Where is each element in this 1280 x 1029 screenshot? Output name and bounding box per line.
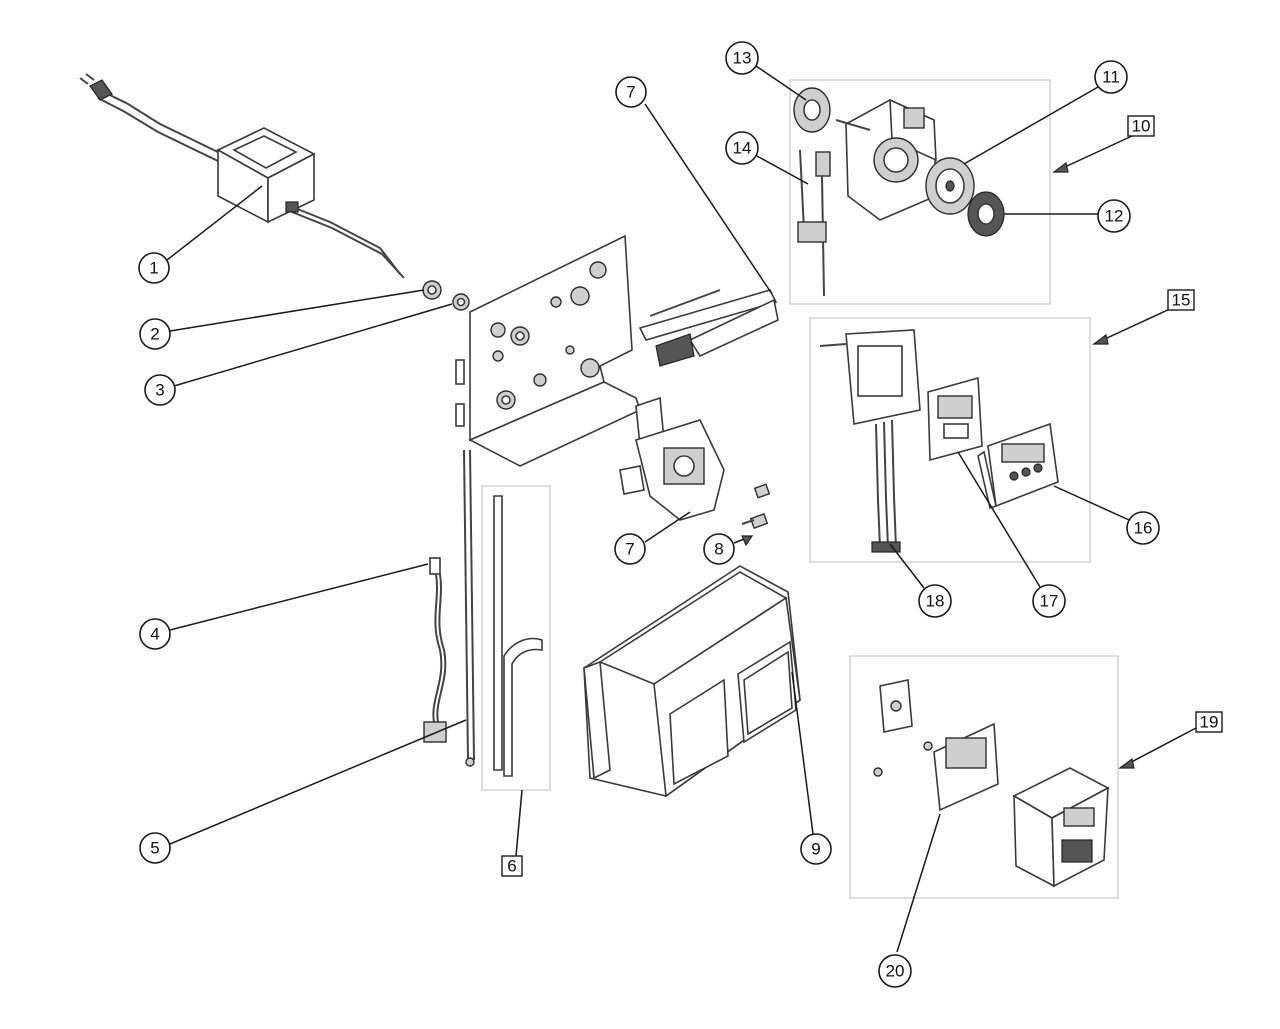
- probe-rod-part: [463, 449, 475, 767]
- tube-part: [493, 495, 543, 777]
- callout-1: 1: [138, 252, 170, 284]
- callout-14: 14: [725, 131, 759, 165]
- ribbon-cable-part: [871, 419, 901, 553]
- gear-part-11: [925, 157, 975, 215]
- sensor-cable-part: [423, 557, 447, 743]
- callout-15: 15: [1167, 289, 1195, 311]
- callout-12: 12: [1097, 199, 1131, 233]
- back-plate-part: [455, 234, 641, 467]
- callout-4: 4: [139, 618, 171, 650]
- svg-text:7: 7: [626, 83, 635, 102]
- svg-text:3: 3: [155, 381, 164, 400]
- svg-text:1: 1: [149, 259, 158, 278]
- group-box-15: [809, 317, 1091, 563]
- svg-text:18: 18: [926, 592, 945, 611]
- callout-7-bottom: 7: [614, 533, 646, 565]
- callout-18: 18: [918, 584, 952, 618]
- svg-text:7: 7: [625, 540, 634, 559]
- front-cover-part: [583, 565, 801, 798]
- mounting-bracket-part: [873, 679, 933, 777]
- callout-13: 13: [725, 41, 759, 75]
- screw-set-part: [741, 483, 771, 529]
- callout-2: 2: [139, 318, 171, 350]
- drive-motor-part: [619, 396, 725, 521]
- timer-assembly-part: [835, 98, 937, 221]
- svg-text:11: 11: [1102, 68, 1120, 87]
- callout-3: 3: [144, 374, 176, 406]
- callout-8: 8: [703, 533, 735, 565]
- svg-text:12: 12: [1105, 207, 1124, 226]
- group-box-10: [789, 79, 1051, 305]
- callout-20: 20: [878, 954, 912, 988]
- svg-text:14: 14: [733, 139, 752, 158]
- group-box-19: [849, 655, 1119, 899]
- svg-text:5: 5: [150, 839, 159, 858]
- callout-7-top: 7: [615, 76, 647, 108]
- svg-text:15: 15: [1172, 291, 1191, 310]
- callout-9: 9: [800, 833, 832, 865]
- svg-text:2: 2: [150, 325, 159, 344]
- callout-19: 19: [1195, 711, 1223, 733]
- control-housing-part: [1012, 767, 1110, 888]
- svg-text:13: 13: [733, 49, 752, 68]
- callout-6: 6: [501, 855, 523, 877]
- transformer-part: [79, 73, 405, 279]
- svg-text:20: 20: [886, 962, 905, 981]
- svg-text:4: 4: [150, 625, 159, 644]
- callout-17: 17: [1032, 584, 1066, 618]
- gear-part-12: [967, 191, 1005, 237]
- svg-text:17: 17: [1040, 592, 1059, 611]
- callout-16: 16: [1126, 511, 1160, 545]
- front-panel-part: [977, 422, 1059, 510]
- cam-shaft-part: [638, 289, 779, 367]
- svg-text:10: 10: [1132, 117, 1151, 136]
- circuit-board-frame-part: [819, 329, 921, 425]
- leader-lines: [166, 65, 1197, 953]
- svg-text:8: 8: [714, 540, 723, 559]
- svg-text:19: 19: [1200, 713, 1219, 732]
- svg-text:6: 6: [507, 857, 516, 876]
- group-box-6: [481, 485, 551, 791]
- callout-10: 10: [1127, 115, 1155, 137]
- callout-5: 5: [139, 832, 171, 864]
- nut-fitting: [452, 293, 470, 311]
- dial-part: [793, 87, 831, 133]
- control-board-part: [933, 722, 999, 812]
- svg-text:9: 9: [811, 840, 820, 859]
- callout-11: 11: [1094, 60, 1128, 94]
- micro-switch-part: [797, 149, 831, 297]
- svg-text:16: 16: [1134, 519, 1153, 538]
- strain-relief-fitting: [422, 280, 442, 300]
- display-board-part: [927, 376, 983, 462]
